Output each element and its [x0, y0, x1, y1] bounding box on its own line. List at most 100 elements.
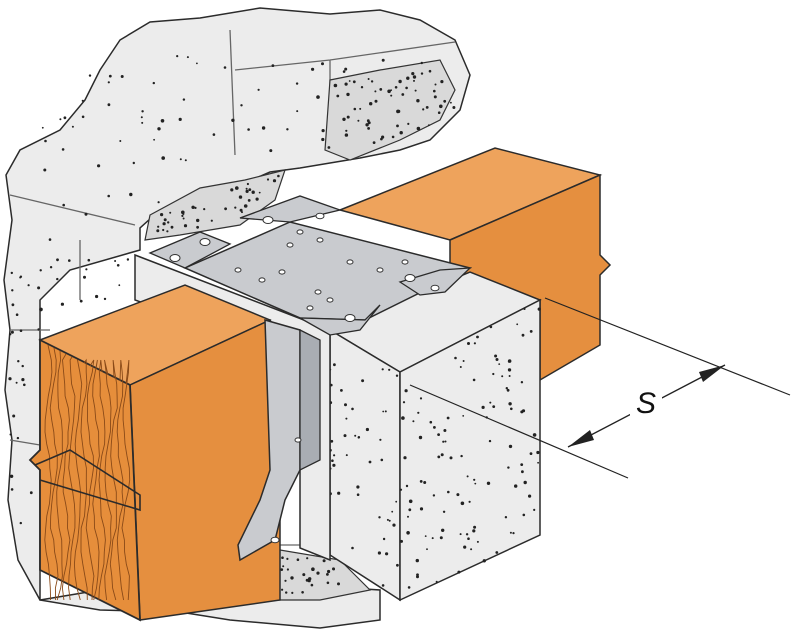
pier-speckle: [343, 434, 347, 438]
wall-speckle: [48, 238, 52, 241]
pier-speckle: [463, 545, 467, 549]
dimension-arrow-upper: [699, 365, 725, 382]
pier-speckle: [412, 420, 415, 423]
pier-speckle: [533, 508, 536, 511]
pier-speckle: [473, 525, 477, 529]
pier-speckle: [476, 540, 479, 543]
wall-speckle: [15, 381, 18, 384]
wall-speckle: [407, 122, 410, 125]
nail-hole: [346, 259, 354, 265]
wall-speckle: [247, 128, 250, 131]
wall-speckle: [369, 102, 373, 106]
pier-speckle: [405, 484, 409, 488]
wall-speckle: [140, 116, 143, 119]
pier-speckle: [501, 375, 504, 378]
wall-speckle: [19, 276, 22, 279]
wall-speckle: [399, 131, 403, 135]
wall-speckle: [321, 62, 324, 66]
wall-speckle: [344, 133, 349, 137]
wall-speckle: [43, 168, 47, 172]
pier-speckle: [449, 456, 453, 460]
pier-speckle: [429, 420, 433, 424]
wall-speckle: [203, 208, 206, 211]
pier-speckle: [474, 482, 477, 485]
nail-hole: [376, 267, 384, 273]
pier-speckle: [439, 536, 443, 540]
nail-hole: [344, 314, 356, 322]
wall-speckle: [425, 106, 429, 109]
wall-speckle: [11, 289, 14, 292]
pier-speckle: [337, 491, 341, 495]
wall-speckle: [44, 139, 47, 143]
pier-speckle: [506, 388, 510, 392]
wall-speckle: [27, 284, 30, 287]
pier-speckle: [508, 375, 511, 377]
pier-speckle: [396, 563, 399, 567]
wall-speckle: [81, 99, 84, 102]
wood-grain-line: [92, 359, 100, 601]
pier-speckle: [441, 528, 445, 532]
hanger-nail-holes: [169, 212, 440, 544]
wall-speckle: [321, 129, 325, 133]
pier-speckle: [423, 481, 427, 484]
pier-speckle: [443, 429, 447, 432]
pier-speckle: [498, 363, 501, 365]
wood-grain-line: [121, 359, 131, 601]
wall-speckle: [406, 76, 410, 80]
pier-speckle: [345, 417, 348, 420]
pier-speckle: [520, 463, 524, 466]
pier-speckles: [298, 307, 541, 589]
wall-speckle: [183, 224, 188, 228]
wall-speckle: [129, 192, 133, 197]
wall-speckle: [178, 117, 182, 121]
wall-speckle: [271, 64, 275, 67]
masonry-break-upper: [324, 59, 456, 161]
wall-speckle: [296, 558, 300, 561]
wall-speckle: [107, 194, 110, 198]
pier-speckle: [407, 586, 411, 589]
wall-speckle: [337, 582, 340, 586]
pier-speckle: [460, 501, 465, 506]
wall-speckle: [416, 99, 420, 103]
pier-speckle: [488, 439, 492, 443]
wall-speckle: [326, 581, 330, 585]
pier-speckle: [460, 454, 463, 458]
pier-speckle: [416, 575, 419, 579]
wall-speckle: [367, 78, 370, 80]
pier-speckle: [365, 427, 369, 432]
pier-speckle: [456, 493, 460, 497]
wall-speckle: [152, 81, 155, 85]
wall-speckle: [157, 127, 161, 131]
wall-speckle: [285, 591, 288, 594]
wall-speckle: [163, 218, 167, 222]
wall-speckle: [181, 210, 185, 215]
wall-speckle: [405, 86, 408, 90]
wall-speckle: [160, 213, 164, 217]
wood-grain-line: [68, 356, 76, 601]
pier-speckle: [433, 426, 436, 429]
pier-speckle: [442, 440, 445, 443]
pier-speckle: [403, 456, 407, 460]
wood-grain-line: [98, 359, 106, 601]
wall-speckle: [311, 67, 315, 71]
wall-speckle: [49, 266, 53, 269]
wall-speckle: [156, 229, 160, 233]
pier-speckle: [395, 500, 398, 503]
pier-side: [399, 298, 541, 602]
wall-speckle: [132, 161, 135, 165]
wall-speckle: [321, 137, 325, 142]
pier-speckle: [489, 401, 492, 404]
pier-speckle: [384, 410, 387, 413]
wall-speckle: [81, 115, 85, 119]
wall-speckle: [284, 579, 287, 582]
nail-hole: [270, 536, 280, 544]
pier-speckle: [388, 519, 391, 522]
wood-grain-line: [56, 350, 63, 601]
wood-grain-line: [85, 359, 95, 601]
pier-speckle: [388, 368, 391, 371]
wall-speckle: [56, 258, 59, 262]
pier-speckle: [470, 548, 473, 551]
wall-speckle: [387, 89, 391, 94]
wall-speckle: [370, 80, 374, 83]
pier-speckle: [492, 405, 496, 408]
